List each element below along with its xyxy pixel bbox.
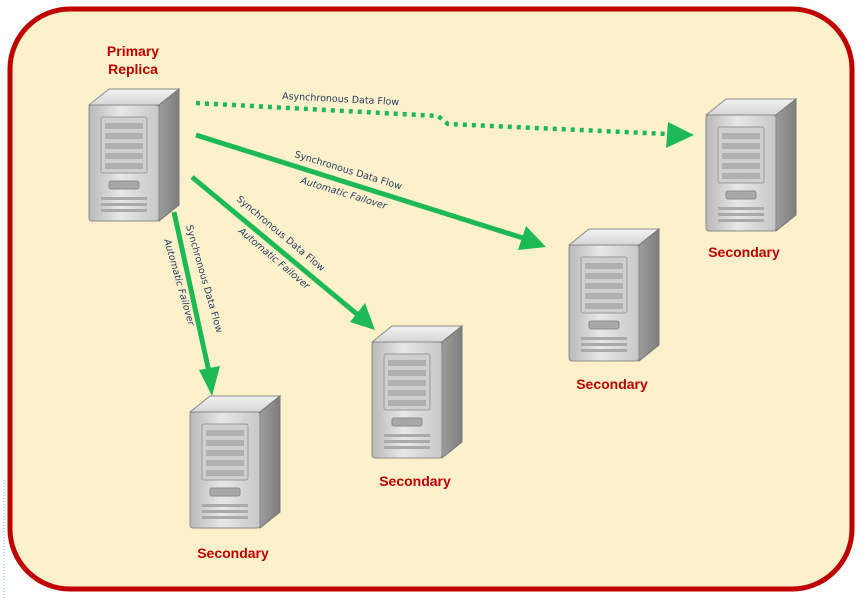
secondary-label-middle-right: Secondary: [576, 376, 648, 392]
secondary-label-bottom: Secondary: [197, 545, 269, 561]
primary-label-line2: Replica: [108, 61, 158, 77]
server-icon: [568, 228, 660, 362]
primary-label-line1: Primary: [107, 43, 159, 59]
async-flow-arrow: [195, 100, 694, 148]
server-icon: [189, 395, 281, 529]
server-icon: [705, 98, 797, 232]
secondary-label-middle: Secondary: [379, 473, 451, 489]
sync-flow-arrow-middle: [190, 175, 375, 330]
server-icon: [88, 88, 180, 222]
secondary-label-top-right: Secondary: [708, 244, 780, 260]
sync-flow-arrow-right: [195, 132, 546, 250]
sync-flow-arrow-bottom: [171, 211, 220, 396]
server-icon: [371, 325, 463, 459]
